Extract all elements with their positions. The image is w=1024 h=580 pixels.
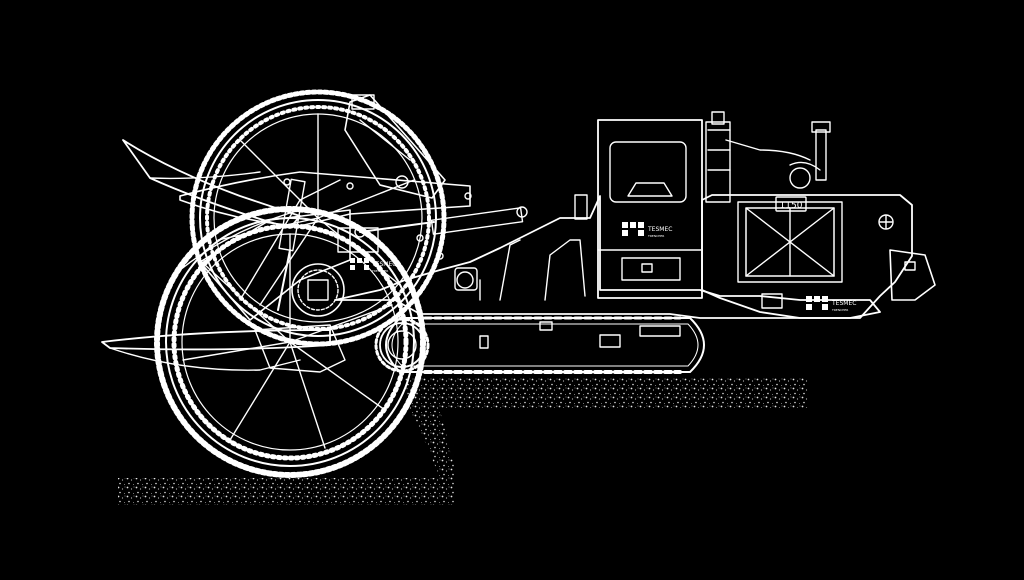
model-plate bbox=[775, 196, 807, 212]
lower-blade bbox=[101, 329, 331, 371]
tesmec-logo-mark bbox=[806, 296, 828, 310]
brand-name-cab: TESMEC bbox=[647, 226, 672, 233]
crawler-track bbox=[374, 316, 705, 374]
hydraulic-cylinders bbox=[277, 178, 528, 311]
main-chassis bbox=[334, 194, 881, 319]
brand-sub-cab: TRENCHER bbox=[647, 234, 664, 238]
upper-gearbox bbox=[344, 94, 446, 199]
bolt-details bbox=[283, 178, 472, 260]
brand-name-engine: TESMEC bbox=[831, 300, 856, 307]
brand-sub-body: TRENCHER bbox=[371, 269, 388, 273]
lower-cutting-wheel bbox=[154, 206, 426, 478]
brand-logo-cab: TESMEC TRENCHER bbox=[622, 222, 672, 238]
brand-name-body: TESMEC bbox=[371, 261, 396, 268]
upper-blade bbox=[122, 139, 301, 229]
tesmec-logo-mark bbox=[350, 258, 369, 270]
brand-logo-body: TESMEC TRENCHER bbox=[350, 258, 396, 273]
brand-sub-engine: TRENCHER bbox=[831, 308, 848, 312]
brand-logo-engine: TESMEC TRENCHER bbox=[806, 296, 856, 312]
tesmec-logo-mark bbox=[622, 222, 644, 236]
drive-hub bbox=[291, 227, 379, 317]
exhaust-stack bbox=[705, 111, 831, 203]
model-number-label: 1150 bbox=[780, 201, 803, 211]
engine-compartment bbox=[701, 194, 913, 319]
ground-soil bbox=[118, 378, 808, 505]
operator-cab bbox=[597, 119, 703, 299]
rear-counterweight bbox=[889, 249, 936, 301]
